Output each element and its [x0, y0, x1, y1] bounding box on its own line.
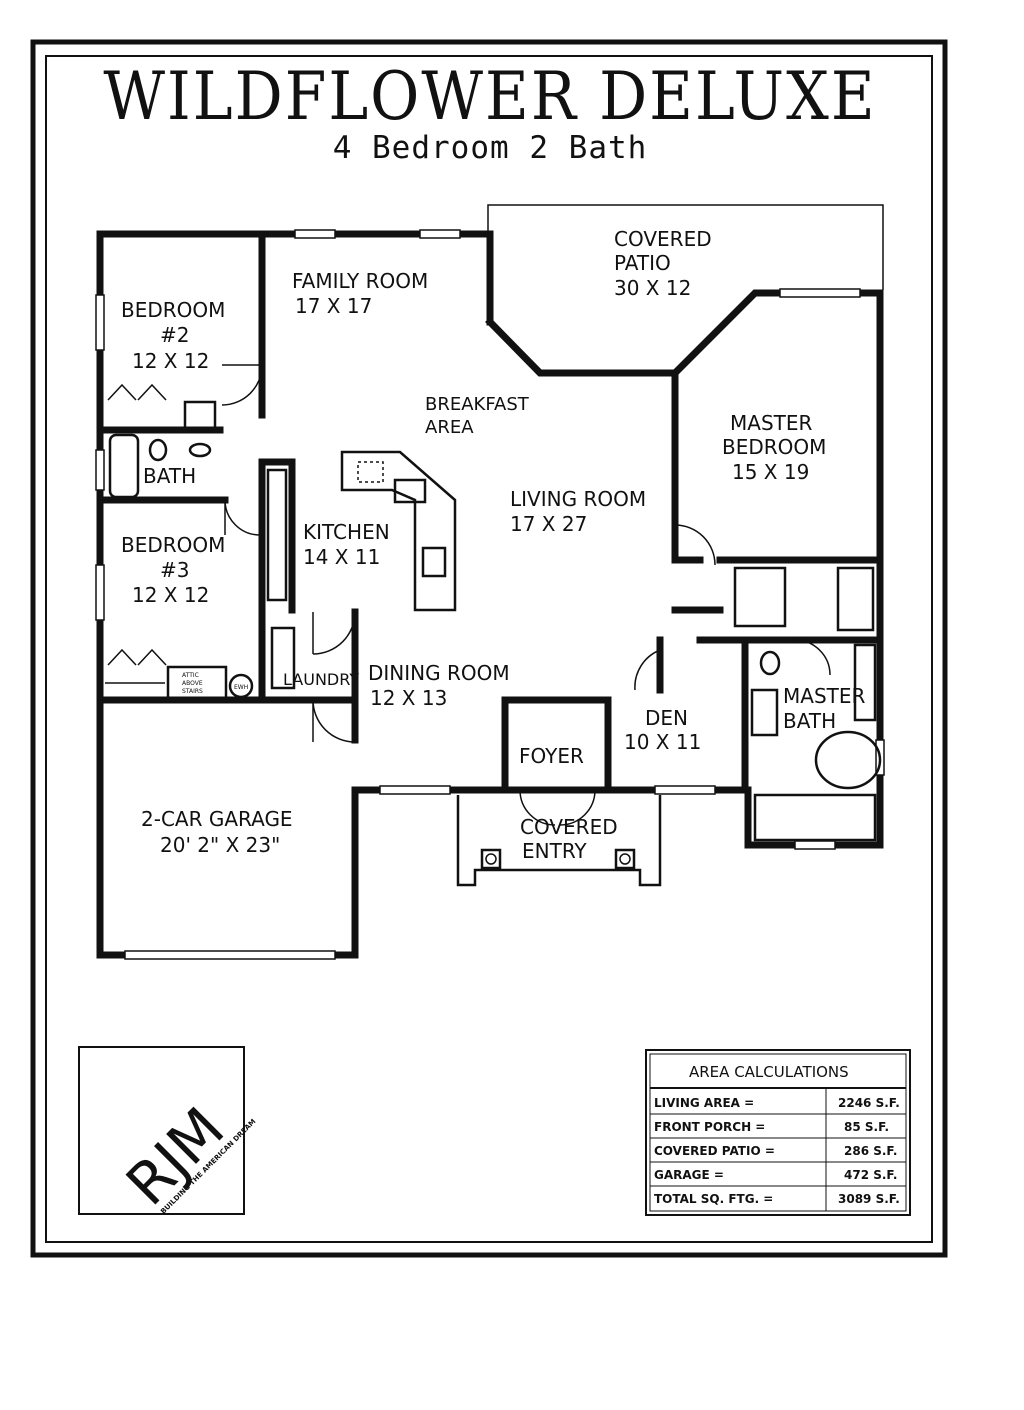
kitchen-size: 14 X 11 — [303, 545, 380, 569]
covered-entry-label-2: ENTRY — [522, 839, 587, 863]
rjm-logo: RJM BUILDING THE AMERICAN DREAM — [78, 1046, 257, 1218]
area-row-label: TOTAL SQ. FTG. = — [654, 1192, 773, 1206]
attic-stairs — [166, 665, 228, 702]
bedroom3-size: 12 X 12 — [132, 583, 209, 607]
bedroom2-size: 12 X 12 — [132, 349, 209, 373]
family-room-size: 17 X 17 — [295, 294, 372, 318]
kitchen-label: KITCHEN — [303, 520, 390, 544]
master-bath-label-2: BATH — [783, 709, 836, 733]
area-row-value: 286 S.F. — [844, 1144, 897, 1158]
bath-label: BATH — [143, 464, 196, 488]
area-row-label: GARAGE = — [654, 1168, 724, 1182]
den-size: 10 X 11 — [624, 730, 701, 754]
garage-label: 2-CAR GARAGE — [141, 807, 293, 831]
plan-subtitle: 4 Bedroom 2 Bath — [332, 130, 648, 166]
breakfast-label: BREAKFAST — [425, 394, 530, 415]
attic-label-3: STAIRS — [182, 688, 203, 695]
plan-title: WILDFLOWER DELUXE — [103, 58, 877, 136]
attic-label-1: ATTIC — [182, 672, 199, 679]
room-labels: BEDROOM #2 12 X 12 FAMILY ROOM 17 X 17 C… — [121, 227, 865, 863]
bedroom2-number: #2 — [160, 323, 189, 347]
door-swings — [221, 364, 831, 826]
laundry-label: LAUNDRY — [283, 670, 359, 689]
patio-label: COVERED — [614, 227, 712, 251]
kitchen-counters — [266, 450, 457, 612]
closet-markers — [105, 383, 167, 684]
sheet-border-outer — [30, 39, 948, 1258]
master-bedroom-label: MASTER — [730, 411, 812, 435]
patio-size: 30 X 12 — [614, 276, 691, 300]
covered-entry-structure — [456, 795, 662, 887]
dining-room-label: DINING ROOM — [368, 661, 510, 685]
bedroom3-label: BEDROOM — [121, 533, 225, 557]
area-row-value: 85 S.F. — [844, 1120, 889, 1134]
bedroom3-number: #3 — [160, 558, 189, 582]
bedroom2-label: BEDROOM — [121, 298, 225, 322]
area-row-label: COVERED PATIO = — [654, 1144, 775, 1158]
interior-walls — [96, 236, 884, 794]
patio-outline — [487, 204, 884, 290]
area-row-label: LIVING AREA = — [654, 1096, 754, 1110]
attic-label-2: ABOVE — [182, 680, 203, 687]
family-room-label: FAMILY ROOM — [292, 269, 428, 293]
area-row-value: 472 S.F. — [844, 1168, 897, 1182]
patio-label-2: PATIO — [614, 251, 671, 275]
master-bedroom-label-2: BEDROOM — [722, 435, 826, 459]
master-bedroom-size: 15 X 19 — [732, 460, 809, 484]
breakfast-label-2: AREA — [425, 417, 474, 438]
den-label: DEN — [645, 706, 688, 730]
area-row-label: FRONT PORCH = — [654, 1120, 765, 1134]
windows — [95, 229, 885, 960]
sheet-border-inner — [45, 55, 933, 1243]
laundry-appliance — [270, 626, 296, 690]
water-heater-label: EWH — [234, 684, 248, 691]
living-room-size: 17 X 27 — [510, 512, 587, 536]
bath-fixtures — [108, 400, 882, 842]
area-calculations-table: AREA CALCULATIONS LIVING AREA = 2246 S.F… — [645, 1049, 911, 1216]
garage-size: 20' 2" X 23" — [160, 833, 280, 857]
area-row-value: 2246 S.F. — [838, 1096, 900, 1110]
covered-entry-label: COVERED — [520, 815, 618, 839]
master-bath-label: MASTER — [783, 684, 865, 708]
living-room-label: LIVING ROOM — [510, 487, 646, 511]
dining-room-size: 12 X 13 — [370, 686, 447, 710]
foyer-label: FOYER — [519, 744, 584, 768]
area-table-heading: AREA CALCULATIONS — [689, 1063, 849, 1081]
area-row-value: 3089 S.F. — [838, 1192, 900, 1206]
water-heater — [228, 673, 254, 699]
